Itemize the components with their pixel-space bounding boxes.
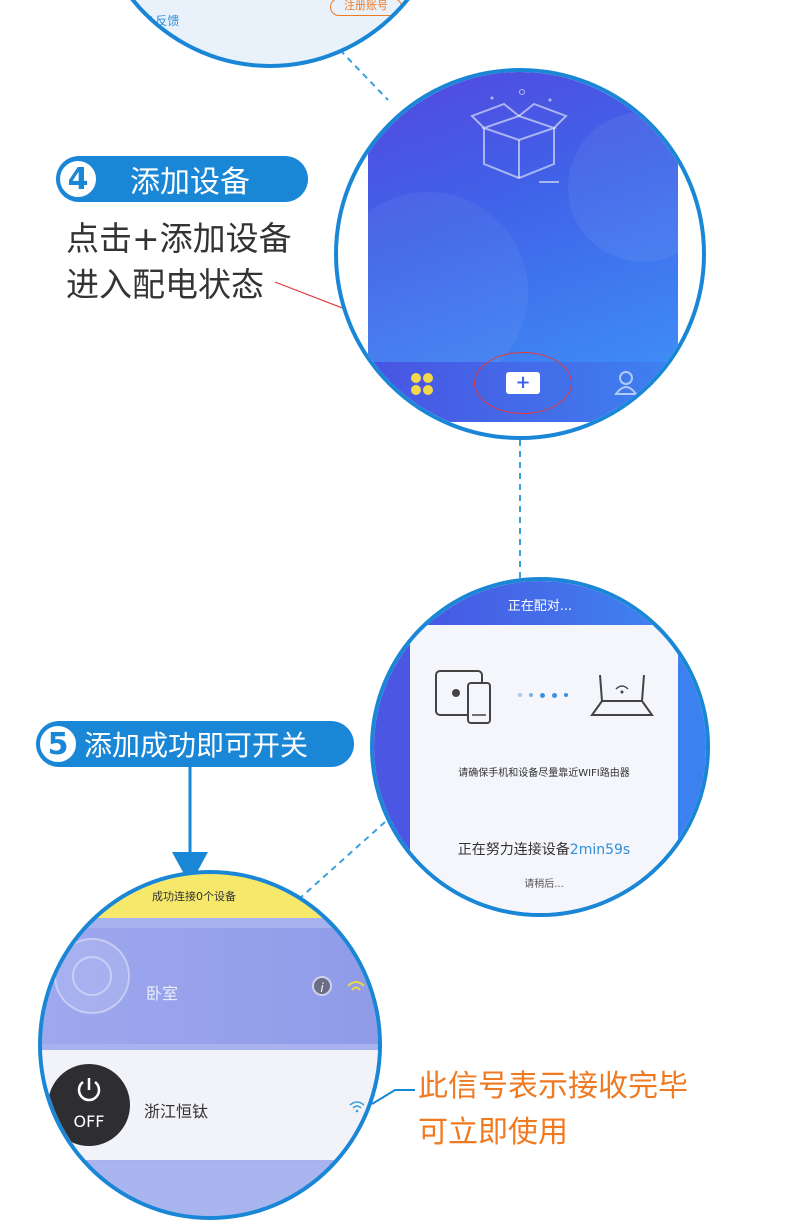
app-screen — [338, 72, 702, 392]
success-banner — [42, 874, 378, 918]
side-strip-right — [678, 631, 706, 913]
success-banner-text: 成功连接0个设备 — [152, 890, 236, 903]
tab-bar: + — [338, 352, 702, 422]
room-row-bedroom[interactable]: 卧室 i — [42, 928, 378, 1044]
step4-badge: 4 添加设备 — [56, 156, 308, 202]
wifi-signal-icon — [347, 981, 365, 991]
pairing-title: 正在配对... — [507, 599, 573, 614]
device-list-circle: 成功连接0个设备 卧室 i OFF 浙江恒钛 — [38, 870, 382, 1220]
highlight-ring — [474, 352, 572, 414]
register-button[interactable]: 注册账号 — [330, 0, 402, 16]
step-number: 5 — [38, 724, 78, 764]
room-name: 卧室 — [146, 984, 179, 1003]
step-number: 4 — [58, 159, 98, 199]
countdown: 2min59s — [569, 842, 631, 858]
switch-state: OFF — [73, 1112, 105, 1131]
step5-badge: 5 添加成功即可开关 — [36, 721, 354, 767]
info-icon[interactable]: i — [312, 976, 332, 996]
pairing-panel: 请确保手机和设备尽量靠近WIFI路由器 正在努力连接设备2min59s 请稍后.… — [410, 625, 678, 913]
router-icon — [590, 674, 654, 716]
empty-box-icon — [470, 89, 568, 183]
device-icon — [54, 938, 130, 1014]
note-line: 此信号表示接收完毕 — [418, 1069, 688, 1104]
step-title: 添加成功即可开关 — [84, 729, 309, 762]
step-title: 添加设备 — [130, 165, 250, 200]
room-row-device[interactable]: OFF 浙江恒钛 — [42, 1050, 378, 1160]
signal-note: 此信号表示接收完毕 可立即使用 — [418, 1064, 688, 1156]
wait-text: 请稍后... — [524, 879, 564, 890]
proximity-hint: 请确保手机和设备尽量靠近WIFI路由器 — [458, 768, 630, 779]
desc-line: 进入配电状态 — [66, 265, 264, 304]
add-device-screen-circle: + — [334, 68, 706, 440]
power-icon — [77, 1078, 101, 1102]
device-phone-icon — [435, 670, 491, 724]
device-name: 浙江恒钛 — [144, 1102, 209, 1121]
desc-line: 点击+添加设备 — [66, 219, 292, 258]
connecting-status: 正在努力连接设备2min59s — [410, 839, 678, 859]
home-icon[interactable] — [410, 372, 434, 396]
power-switch[interactable]: OFF — [48, 1064, 130, 1146]
connection-dots — [518, 693, 568, 698]
pairing-header — [374, 581, 706, 631]
note-line: 可立即使用 — [418, 1115, 568, 1150]
status-text: 正在努力连接设备 — [457, 842, 570, 858]
side-strip-left — [374, 631, 410, 913]
user-icon[interactable] — [614, 370, 638, 396]
step4-description: 点击+添加设备 进入配电状态 — [66, 216, 292, 308]
list-footer — [42, 1166, 378, 1216]
help-feedback-link[interactable]: 帮助&反馈 — [122, 14, 180, 28]
wifi-signal-icon — [349, 1101, 365, 1113]
pairing-screen-circle: 正在配对... 请确保手机和设备尽量靠近WIFI路由器 正在努力连接设备2min… — [370, 577, 710, 917]
